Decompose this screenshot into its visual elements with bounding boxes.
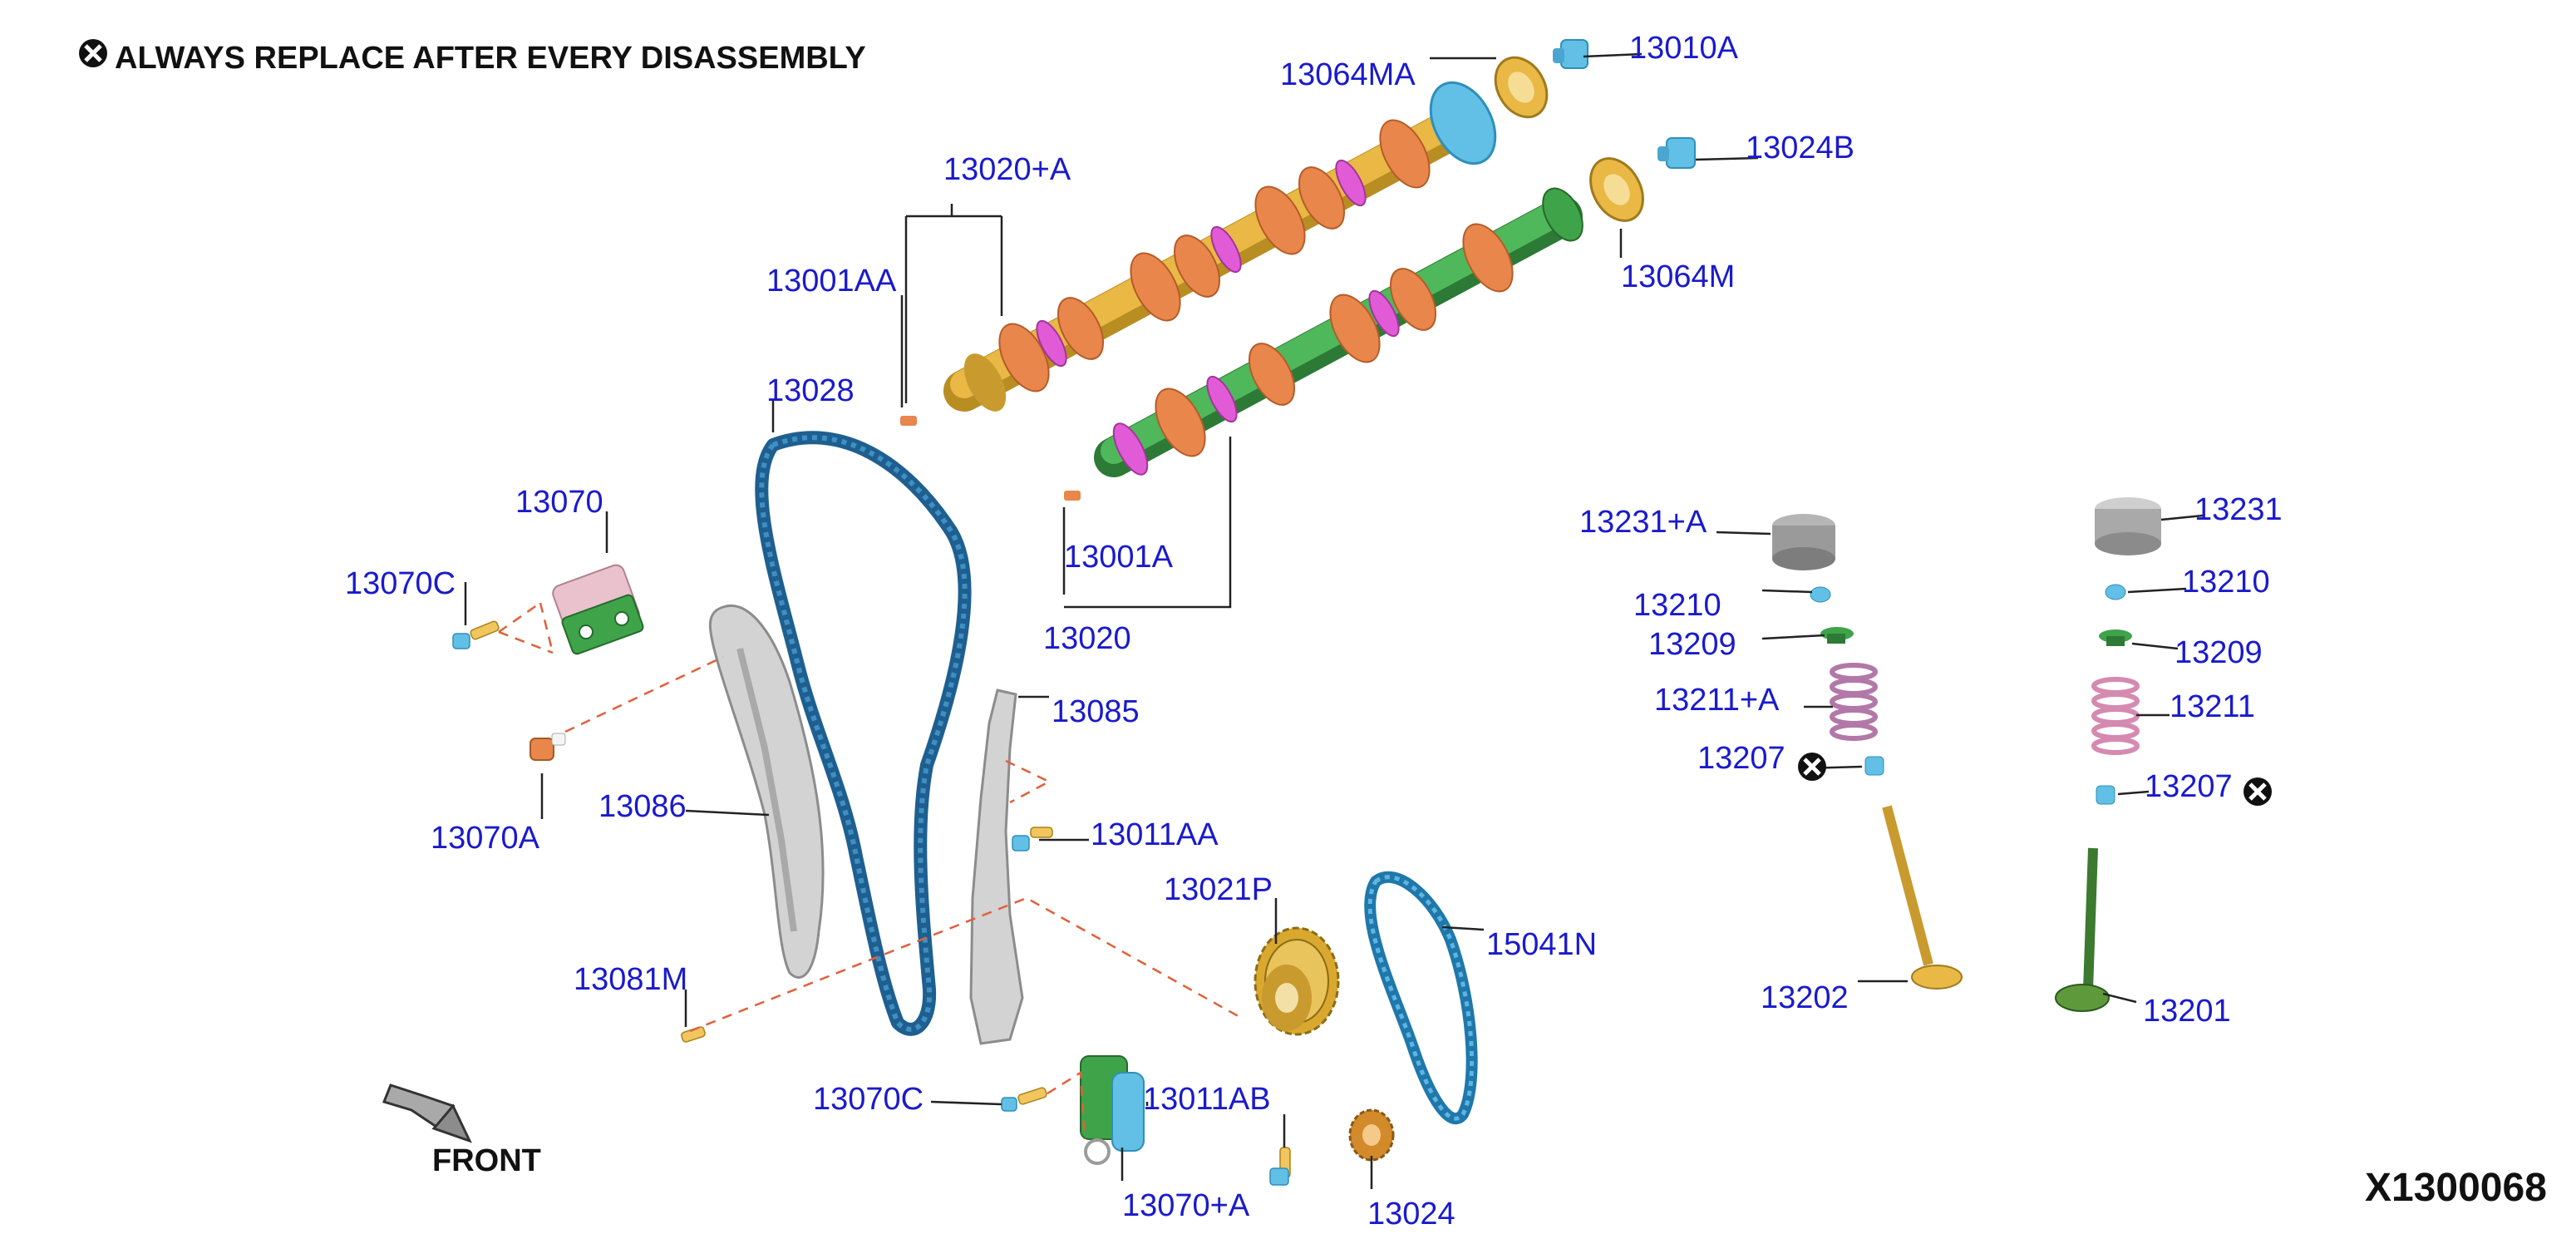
callout-13086[interactable]: 13086 [598, 789, 687, 824]
callout-13211[interactable]: 13211 [2170, 689, 2255, 724]
callout-13207-right[interactable]: 13207 [2145, 769, 2233, 804]
callout-13070c-top[interactable]: 13070C [345, 566, 456, 601]
callout-15041n[interactable]: 15041N [1486, 927, 1597, 962]
callout-13028[interactable]: 13028 [766, 373, 855, 408]
chain-guide-13085 [969, 689, 1024, 1045]
camshaft-upper [943, 81, 1497, 412]
callout-13231[interactable]: 13231 [2194, 492, 2283, 527]
callout-13209-right[interactable]: 13209 [2175, 635, 2263, 670]
callout-13010a[interactable]: 13010A [1629, 31, 1739, 66]
leader-lines [464, 52, 2204, 1189]
x-circle-icon [2244, 777, 2272, 806]
tensioner-13070 [552, 564, 644, 655]
front-label: FRONT [432, 1143, 541, 1178]
diagram-code: X1300068 [2365, 1166, 2547, 1210]
x-circle-icon [79, 39, 107, 67]
callout-13231-plus-a[interactable]: 13231+A [1579, 505, 1707, 540]
callout-13024[interactable]: 13024 [1367, 1197, 1455, 1232]
cap-13010a [1553, 39, 1588, 69]
callout-13209-left[interactable]: 13209 [1648, 627, 1736, 662]
bolt-13011aa [1012, 827, 1053, 851]
callout-13020[interactable]: 13020 [1043, 621, 1131, 656]
callout-13011aa[interactable]: 13011AA [1091, 817, 1219, 852]
callout-13211-plus-a[interactable]: 13211+A [1654, 683, 1780, 718]
callout-13070c-bottom[interactable]: 13070C [813, 1082, 924, 1117]
assembly-dashes [498, 601, 1244, 1140]
callout-13081m[interactable]: 13081M [574, 962, 687, 997]
replace-note: ALWAYS REPLACE AFTER EVERY DISASSEMBLY [79, 39, 866, 76]
valve-assembly-left [1772, 514, 1963, 990]
timing-chain-oil-pump [1364, 871, 1478, 1125]
front-arrow-icon [382, 1083, 472, 1143]
callout-13201[interactable]: 13201 [2143, 994, 2231, 1029]
callout-13024b[interactable]: 13024B [1746, 131, 1854, 165]
camshaft-lower [1094, 187, 1584, 477]
callout-13210-left[interactable]: 13210 [1633, 588, 1721, 623]
tensioner-13070-plus-a [1080, 1055, 1145, 1165]
bolt-13070c-upper [452, 620, 500, 649]
bolt-13070c-lower [1001, 1087, 1047, 1112]
callout-13001aa[interactable]: 13001AA [766, 264, 897, 299]
callout-13070-plus-a[interactable]: 13070+A [1122, 1188, 1250, 1223]
chain-guide-13086 [708, 605, 825, 979]
dowel-pin-13001a [1064, 491, 1081, 501]
crank-sprocket-13021p [1254, 926, 1340, 1036]
callout-13020-plus-a[interactable]: 13020+A [943, 152, 1071, 187]
cam-bearing-ring-lower [1589, 157, 1644, 222]
callout-13070a[interactable]: 13070A [431, 821, 540, 856]
oil-pump-sprocket-13024 [1348, 1108, 1395, 1162]
replace-note-text: ALWAYS REPLACE AFTER EVERY DISASSEMBLY [115, 41, 866, 76]
callout-13070[interactable]: 13070 [515, 485, 603, 520]
callout-13064m[interactable]: 13064M [1621, 259, 1735, 294]
bolt-13081m [681, 1026, 706, 1043]
dowel-pin-13001aa [900, 416, 917, 426]
callout-13001a[interactable]: 13001A [1064, 540, 1174, 575]
callout-13021p[interactable]: 13021P [1164, 872, 1273, 907]
bolt-13011ab [1269, 1147, 1291, 1186]
valve-assembly-right [2055, 497, 2161, 1012]
x-circle-icon [1798, 753, 1826, 781]
cam-bearing-ring-upper [1494, 56, 1549, 119]
callout-13207-left[interactable]: 13207 [1697, 741, 1785, 776]
callouts: 13064MA 13010A 13024B 13020+A 13001AA 13… [345, 31, 2283, 1232]
plug-13070a [529, 733, 566, 761]
cap-13024b [1657, 137, 1696, 169]
callout-13085[interactable]: 13085 [1052, 694, 1140, 729]
callout-13202[interactable]: 13202 [1761, 980, 1849, 1015]
callout-13011ab[interactable]: 13011AB [1143, 1082, 1271, 1117]
callout-13064ma[interactable]: 13064MA [1280, 57, 1416, 92]
callout-13210-right[interactable]: 13210 [2182, 565, 2270, 600]
